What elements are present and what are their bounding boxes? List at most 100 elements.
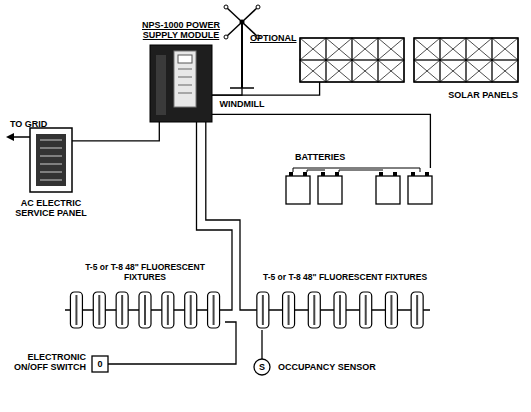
- tower: [241, 22, 243, 88]
- battery: [408, 176, 432, 204]
- module-side: [156, 55, 166, 115]
- on-off-switch: ELECTRONIC ON/OFF SWITCH0: [92, 356, 108, 372]
- cell-cross: [352, 60, 378, 82]
- fluorescent-tube: [257, 292, 269, 328]
- cell-cross: [492, 38, 518, 60]
- solar-cell: [300, 38, 326, 60]
- solar-cell: [352, 60, 378, 82]
- batteries: BATTERIES: [280, 168, 440, 204]
- battery-link: [293, 168, 420, 172]
- occupancy-sensor: SOCCUPANCY SENSOR: [254, 359, 270, 375]
- fluorescent-tube: [411, 292, 423, 328]
- fluorescent-tube: [308, 292, 320, 328]
- node-label: 0: [92, 359, 108, 369]
- fluorescent-tube: [334, 292, 346, 328]
- cell-cross: [326, 38, 352, 60]
- cell-cross: [352, 38, 378, 60]
- module-key: [178, 93, 192, 94]
- shape: [280, 168, 440, 204]
- sensor-circle: [254, 359, 270, 375]
- solar-cell: [466, 60, 492, 82]
- battery: [376, 176, 400, 204]
- terminal: [321, 172, 325, 176]
- wire: [197, 122, 233, 310]
- cell-cross: [300, 60, 326, 82]
- breaker: [40, 148, 62, 149]
- shape: [30, 128, 72, 192]
- cell-cross: [440, 60, 466, 82]
- terminal: [393, 172, 397, 176]
- terminal: [303, 172, 307, 176]
- solar-cell: [492, 38, 518, 60]
- switch-box: [92, 356, 108, 372]
- shape: [300, 38, 518, 82]
- tube-core: [339, 295, 341, 325]
- solar-cell: [414, 38, 440, 60]
- module-key: [178, 77, 192, 78]
- shape: [250, 290, 430, 330]
- module-display: [178, 55, 192, 63]
- fluorescent-tube: [385, 292, 397, 328]
- terminal: [379, 172, 383, 176]
- module-body: [150, 45, 212, 122]
- module-panel: [174, 51, 196, 107]
- fluorescent-tube: [162, 292, 174, 328]
- node-label: AC ELECTRIC SERVICE PANEL: [6, 198, 96, 218]
- grid-line: [12, 136, 30, 138]
- wire: [212, 114, 430, 168]
- tube-core: [288, 295, 290, 325]
- arrow-head: [6, 133, 14, 141]
- solar-panels: SOLAR PANELS: [300, 38, 518, 82]
- fluorescent-tube: [283, 292, 295, 328]
- module-key: [178, 85, 192, 86]
- breaker: [40, 140, 62, 141]
- tower-base: [230, 87, 254, 89]
- windmill: WINDMILL: [222, 5, 262, 88]
- tube-core: [213, 295, 215, 325]
- fixture-row: T-5 or T-8 48" FLUORESCENT FIXTURES: [65, 290, 225, 330]
- optional-note: OPTIONAL: [250, 33, 297, 43]
- breaker: [40, 156, 62, 157]
- cell-cross: [300, 38, 326, 60]
- fluorescent-tube: [185, 292, 197, 328]
- tube-core: [98, 295, 100, 325]
- wire: [261, 330, 262, 359]
- solar-cell: [378, 60, 404, 82]
- solar-cell: [326, 38, 352, 60]
- terminal: [411, 172, 415, 176]
- fluorescent-tube: [360, 292, 372, 328]
- panel-body: [30, 128, 72, 192]
- node-label: WINDMILL: [210, 99, 274, 109]
- fixture-row: T-5 or T-8 48" FLUORESCENT FIXTURES: [250, 290, 430, 330]
- fluorescent-tube: [93, 292, 105, 328]
- cell-cross: [414, 38, 440, 60]
- grid-label: TO GRID: [10, 119, 47, 129]
- service-panel: AC ELECTRIC SERVICE PANEL: [30, 128, 72, 192]
- cell-cross: [378, 38, 404, 60]
- solar-cell: [466, 38, 492, 60]
- solar-cell: [300, 60, 326, 82]
- tube-core: [313, 295, 315, 325]
- cell-cross: [414, 60, 440, 82]
- wire: [206, 122, 250, 310]
- cell-cross: [326, 60, 352, 82]
- power-supply-module: NPS-1000 POWER SUPPLY MODULE: [150, 45, 212, 122]
- blade-tip: [224, 5, 228, 9]
- breaker: [40, 164, 62, 165]
- shape: [150, 45, 212, 122]
- solar-panel: [414, 38, 518, 82]
- blade: [242, 7, 258, 22]
- node-label: ELECTRONIC ON/OFF SWITCH: [2, 352, 86, 372]
- cell-cross: [466, 38, 492, 60]
- solar-panel: [300, 38, 404, 82]
- solar-cell: [440, 60, 466, 82]
- breaker: [40, 180, 62, 181]
- tube-core: [144, 295, 146, 325]
- node-label: OCCUPANCY SENSOR: [278, 362, 408, 372]
- tube-core: [190, 295, 192, 325]
- tube-core: [167, 295, 169, 325]
- tube-core: [365, 295, 367, 325]
- solar-cell: [352, 38, 378, 60]
- solar-cell: [378, 38, 404, 60]
- solar-cell: [440, 38, 466, 60]
